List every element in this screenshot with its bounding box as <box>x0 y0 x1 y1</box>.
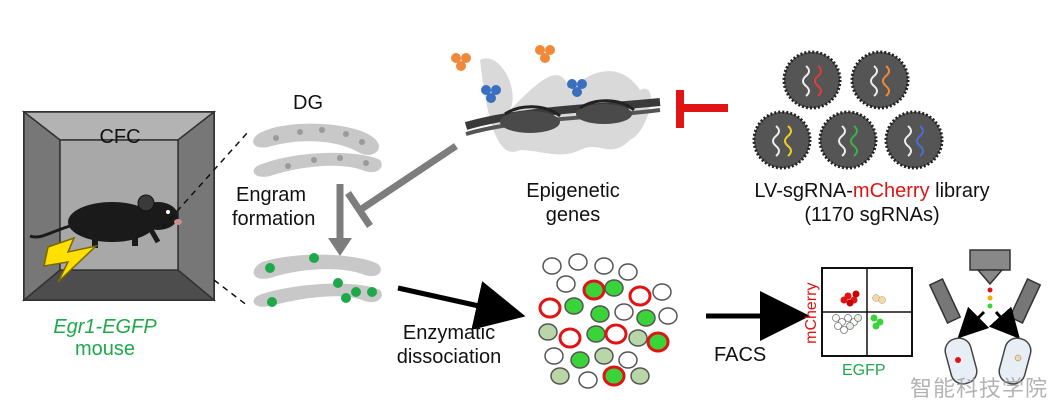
library-label: LV-sgRNA-mCherry library <box>722 180 1022 203</box>
lightning-icon <box>43 236 99 283</box>
facs-population-yellow <box>872 294 886 304</box>
cfc-label: CFC <box>99 126 141 148</box>
library-prefix: LV-sgRNA- <box>754 180 853 202</box>
chromatin-icon <box>451 45 661 155</box>
facs-y-axis-label: mCherry <box>802 282 820 344</box>
facs-x-axis-label: EGFP <box>842 362 886 379</box>
virus-icon <box>818 110 878 170</box>
engram-label-line1: Engram <box>236 184 307 206</box>
collection-tube-red <box>944 337 978 385</box>
modification-orange <box>451 45 555 71</box>
library-marker: mCherry <box>852 180 930 202</box>
inhibition-gray-icon <box>345 143 458 228</box>
dissociation-arrow <box>397 281 526 330</box>
library-suffix: library <box>929 180 990 202</box>
facs-population-white <box>832 314 862 334</box>
zoom-line-bottom <box>213 279 249 307</box>
dg-label: DG <box>293 92 323 114</box>
dg-tissue-before <box>253 123 382 177</box>
mouse-label: mouse <box>74 338 136 360</box>
virus-library <box>752 50 944 170</box>
inhibition-red-icon <box>676 90 728 128</box>
virus-icon <box>850 50 910 110</box>
mouse-icon <box>29 194 182 248</box>
dissociation-label-line1: Enzymatic <box>402 322 496 344</box>
facs-label: FACS <box>714 344 767 366</box>
epigenetic-label-line1: Epigenetic <box>526 180 620 202</box>
virus-icon <box>782 50 842 110</box>
dg-tissue-after <box>253 253 382 307</box>
collection-tube-yellow <box>998 337 1032 385</box>
epigenetic-label-line2: genes <box>545 204 601 226</box>
dissociation-label-line2: dissociation <box>396 346 502 368</box>
facs-sorter-icon <box>928 249 1042 385</box>
engram-label-line2: formation <box>232 208 316 230</box>
virus-icon <box>752 110 812 170</box>
watermark: 智能科技学院 <box>909 377 1048 402</box>
library-count-label: (1170 sgRNAs) <box>804 204 940 226</box>
engram-arrow <box>328 184 352 256</box>
facs-population-red <box>840 290 860 307</box>
facs-population-green <box>870 314 884 330</box>
dissociated-cells <box>538 253 678 389</box>
mouse-gene-label: Egr1-EGFP <box>53 316 157 338</box>
facs-plot <box>821 267 913 357</box>
virus-icon <box>884 110 944 170</box>
modification-blue <box>481 79 587 103</box>
